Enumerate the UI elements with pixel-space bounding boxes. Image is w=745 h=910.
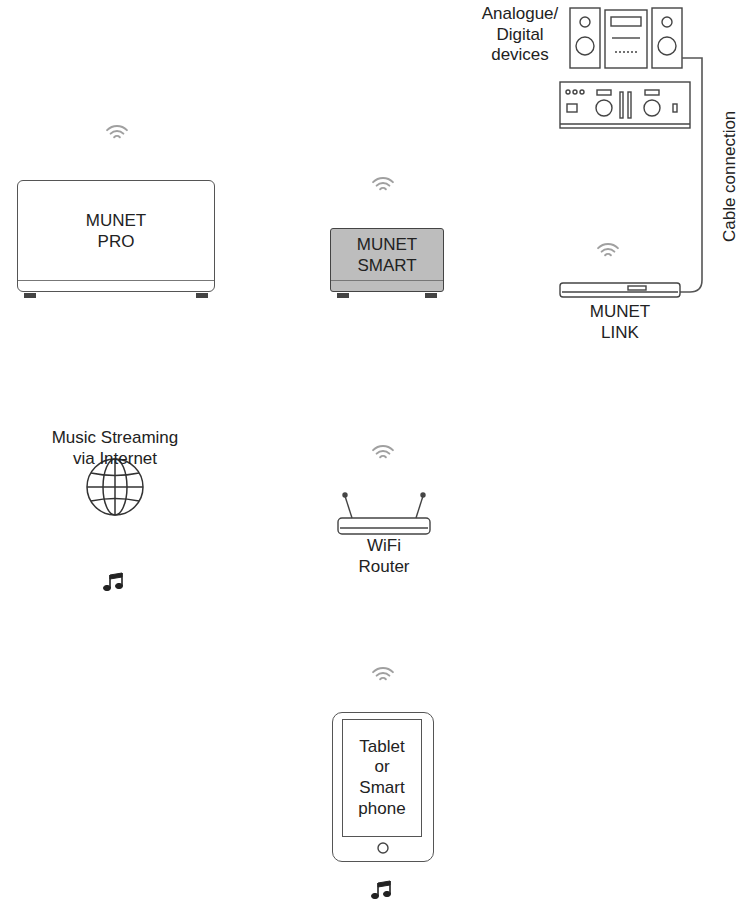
wifi-arc	[114, 136, 120, 137]
device-foot	[24, 293, 36, 298]
wifi-arc	[107, 126, 127, 130]
smart-box: MUNET SMART	[330, 228, 444, 292]
wifi-arc	[602, 249, 615, 252]
note-beam	[378, 881, 390, 887]
wifi-arc	[111, 131, 124, 134]
wifi-arc	[373, 446, 393, 450]
base-line	[18, 280, 214, 281]
hifi-devices	[87, 8, 702, 853]
node-label: Tablet or Smart phone	[351, 737, 413, 820]
node-label: MUNET PRO	[81, 211, 151, 252]
device-foot	[337, 293, 349, 298]
wifi-arc	[380, 456, 386, 457]
wifi-arc	[377, 183, 390, 186]
wifi-arc	[380, 188, 386, 189]
wifi-arc	[373, 178, 393, 182]
link-device: MUNET LINK	[555, 280, 685, 348]
node-label: MUNET LINK	[585, 302, 655, 343]
wifi-arc	[605, 254, 611, 255]
router-device: WiFi Router	[330, 490, 438, 585]
tablet-screen: Tablet or Smart phone	[342, 719, 422, 837]
wifi-arc	[377, 451, 390, 454]
note-beam	[110, 573, 122, 579]
node-label: MUNET SMART	[342, 235, 432, 276]
device-foot	[425, 293, 437, 298]
music-notes	[104, 573, 391, 899]
base-line	[331, 280, 443, 281]
streaming-label: Music Streaming via Internet	[40, 428, 190, 469]
wifi-arc	[598, 244, 618, 248]
devices-label: Analogue/ Digital devices	[475, 4, 565, 66]
cable-label: Cable connection	[720, 86, 741, 266]
wifi-arc	[377, 673, 390, 676]
wifi-arc	[380, 678, 386, 679]
tablet-device: Tablet or Smart phone	[332, 712, 434, 862]
node-label: WiFi Router	[349, 536, 419, 577]
wifi-arc	[373, 668, 393, 672]
pro-box: MUNET PRO	[17, 180, 215, 292]
device-foot	[196, 293, 208, 298]
